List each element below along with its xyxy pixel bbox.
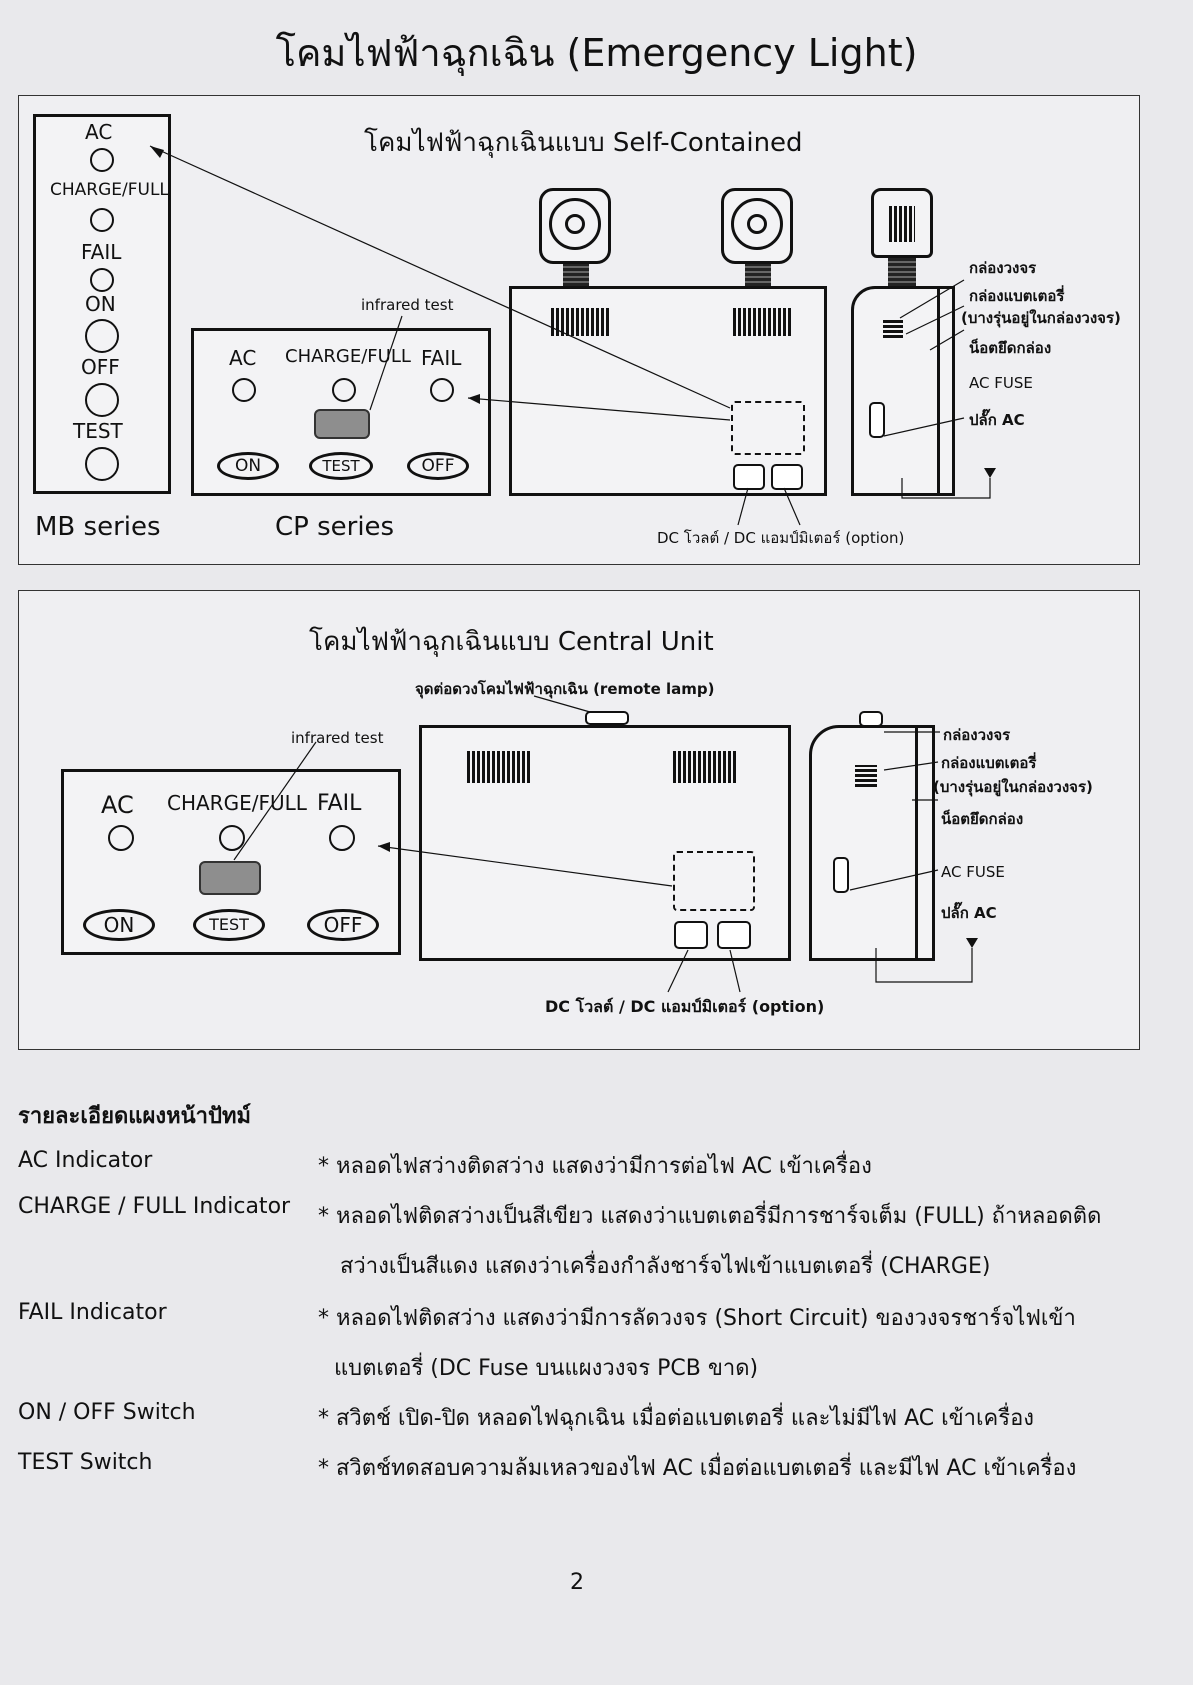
central-side-cabinet xyxy=(809,725,935,961)
details-heading: รายละเอียดแผงหน้าปัทม์ xyxy=(18,1104,251,1129)
detail-desc-fail-1: * หลอดไฟติดสว่าง แสดงว่ามีการลัดวงจร (Sh… xyxy=(318,1306,1076,1331)
central-side-label-fixing-bolt: น็อตยึดกล่อง xyxy=(941,810,1024,828)
cp-label-fail: FAIL xyxy=(421,346,462,370)
mb-control-panel xyxy=(33,114,171,494)
central-control-window xyxy=(673,851,755,911)
central-ac-indicator xyxy=(108,825,134,851)
central-fail-indicator xyxy=(329,825,355,851)
central-side-ac-fuse xyxy=(833,857,849,893)
central-side-label-ac-fuse: AC FUSE xyxy=(941,863,1005,881)
cp-fail-indicator xyxy=(430,378,454,402)
side-label-circuit-box: กล่องวงจร xyxy=(969,259,1037,277)
detail-term-onoff: ON / OFF Switch xyxy=(18,1400,196,1425)
mb-on-switch[interactable] xyxy=(85,319,119,353)
detail-term-fail: FAIL Indicator xyxy=(18,1300,167,1325)
cp-test-button[interactable]: TEST xyxy=(309,452,373,480)
central-label-fail: FAIL xyxy=(317,791,362,816)
cp-on-button[interactable]: ON xyxy=(217,452,279,480)
cabinet-vent-right xyxy=(733,308,791,336)
cp-ac-indicator xyxy=(232,378,256,402)
central-dc-volt-meter xyxy=(674,921,708,949)
central-unit-title: โคมไฟฟ้าฉุกเฉินแบบ Central Unit xyxy=(309,627,714,657)
central-off-button[interactable]: OFF xyxy=(307,909,379,941)
central-meter-note: DC โวลต์ / DC แอมป์มิเตอร์ (option) xyxy=(545,997,825,1016)
self-contained-figure: โคมไฟฟ้าฉุกเฉินแบบ Self-Contained AC CHA… xyxy=(18,95,1140,565)
meter-note: DC โวลต์ / DC แอมป์มิเตอร์ (option) xyxy=(657,529,905,547)
central-test-button[interactable]: TEST xyxy=(193,909,265,941)
side-label-battery-box: กล่องแบตเตอรี่ xyxy=(969,287,1065,305)
cp-infrared-label: infrared test xyxy=(361,296,454,314)
central-side-label-ac-plug: ปลั๊ก AC xyxy=(941,904,997,922)
mb-series-label: MB series xyxy=(35,512,161,542)
dc-amp-meter xyxy=(771,464,803,490)
central-side-back xyxy=(915,725,918,961)
detail-desc-test: * สวิตช์ทดสอบความล้มเหลวของไฟ AC เมื่อต่… xyxy=(318,1456,1077,1481)
central-side-label-battery-note: (บางรุ่นอยู่ในกล่องวงจร) xyxy=(933,778,1093,796)
mb-label-on: ON xyxy=(85,292,116,316)
side-cabinet-vent xyxy=(883,318,903,338)
mb-off-switch[interactable] xyxy=(85,383,119,417)
mb-charge-indicator xyxy=(90,208,114,232)
mb-label-off: OFF xyxy=(81,355,120,379)
remote-lamp-label: จุดต่อดวงโคมไฟฟ้าฉุกเฉิน (remote lamp) xyxy=(415,680,715,698)
cp-series-label: CP series xyxy=(275,512,395,542)
mb-ac-indicator xyxy=(90,148,114,172)
spot-lamp-right-ring xyxy=(731,198,783,250)
side-lamp-head xyxy=(871,188,933,258)
side-ac-fuse xyxy=(869,402,885,438)
detail-desc-charge-2: สว่างเป็นสีแดง แสดงว่าเครื่องกำลังชาร์จไ… xyxy=(340,1254,991,1279)
central-charge-indicator xyxy=(219,825,245,851)
cp-label-charge: CHARGE/FULL xyxy=(285,346,411,367)
side-label-ac-plug: ปลั๊ก AC xyxy=(969,411,1025,429)
side-label-fixing-bolt: น็อตยึดกล่อง xyxy=(969,339,1052,357)
central-label-charge: CHARGE/FULL xyxy=(167,791,307,815)
side-label-ac-fuse: AC FUSE xyxy=(969,374,1033,392)
mb-label-fail: FAIL xyxy=(81,240,122,264)
spot-lamp-right-neck xyxy=(745,264,771,286)
central-side-label-battery-box: กล่องแบตเตอรี่ xyxy=(941,754,1037,772)
detail-term-charge: CHARGE / FULL Indicator xyxy=(18,1194,291,1219)
detail-term-ac: AC Indicator xyxy=(18,1148,153,1173)
central-vent-left xyxy=(467,751,531,783)
detail-desc-ac: * หลอดไฟสว่างติดสว่าง แสดงว่ามีการต่อไฟ … xyxy=(318,1154,872,1179)
self-contained-title: โคมไฟฟ้าฉุกเฉินแบบ Self-Contained xyxy=(364,128,803,158)
detail-term-test: TEST Switch xyxy=(18,1450,153,1475)
central-side-label-circuit-box: กล่องวงจร xyxy=(943,726,1011,744)
cp-label-ac: AC xyxy=(229,346,257,370)
central-on-button[interactable]: ON xyxy=(83,909,155,941)
central-dc-amp-meter xyxy=(717,921,751,949)
cp-charge-indicator xyxy=(332,378,356,402)
mb-label-charge: CHARGE/FULL xyxy=(50,180,169,200)
central-unit-figure: โคมไฟฟ้าฉุกเฉินแบบ Central Unit จุดต่อดว… xyxy=(18,590,1140,1050)
side-label-battery-note: (บางรุ่นอยู่ในกล่องวงจร) xyxy=(961,309,1121,327)
cp-infrared-sensor xyxy=(314,409,370,439)
detail-desc-charge-1: * หลอดไฟติดสว่างเป็นสีเขียว แสดงว่าแบตเต… xyxy=(318,1204,1102,1229)
side-lamp-neck xyxy=(888,258,916,286)
page-number: 2 xyxy=(570,1570,584,1595)
mb-label-ac: AC xyxy=(85,120,113,144)
mb-test-switch[interactable] xyxy=(85,447,119,481)
page-title: โคมไฟฟ้าฉุกเฉิน (Emergency Light) xyxy=(275,31,918,75)
central-side-vent xyxy=(855,765,877,787)
cabinet-control-window xyxy=(731,401,805,455)
cp-off-button[interactable]: OFF xyxy=(407,452,469,480)
spot-lamp-left-ring xyxy=(549,198,601,250)
mb-fail-indicator xyxy=(90,268,114,292)
spot-lamp-left-neck xyxy=(563,264,589,286)
remote-lamp-connector xyxy=(585,711,629,725)
side-lamp-fins xyxy=(889,206,915,242)
central-infrared-label: infrared test xyxy=(291,729,384,747)
side-cabinet-back xyxy=(937,286,940,496)
central-label-ac: AC xyxy=(101,791,134,819)
central-vent-right xyxy=(673,751,737,783)
spot-lamp-left-inner xyxy=(565,214,585,234)
central-infrared-sensor xyxy=(199,861,261,895)
detail-desc-fail-2: แบตเตอรี่ (DC Fuse บนแผงวงจร PCB ขาด) xyxy=(334,1356,759,1381)
mb-label-test: TEST xyxy=(73,419,123,443)
spot-lamp-right-inner xyxy=(747,214,767,234)
dc-volt-meter xyxy=(733,464,765,490)
detail-desc-onoff: * สวิตช์ เปิด-ปิด หลอดไฟฉุกเฉิน เมื่อต่อ… xyxy=(318,1406,1035,1431)
